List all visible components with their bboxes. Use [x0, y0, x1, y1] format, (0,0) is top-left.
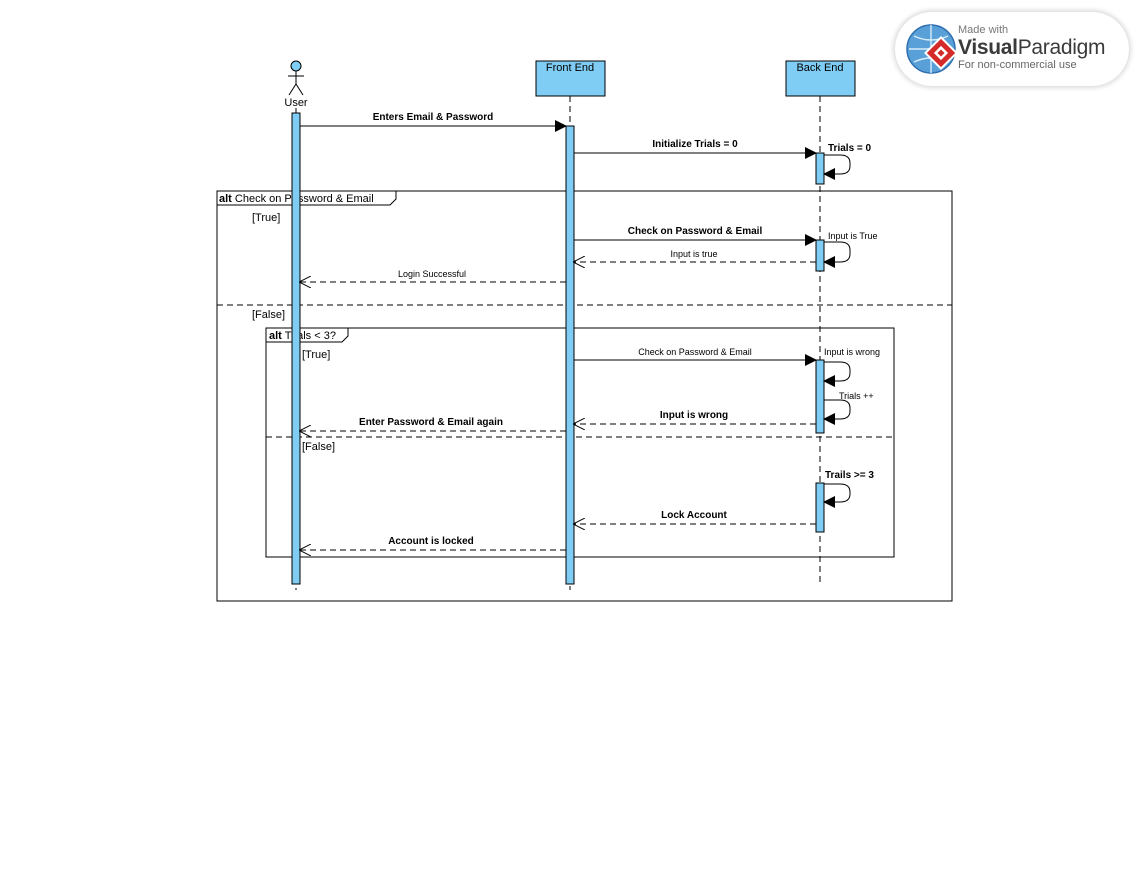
return-enter-password-email-again[interactable]: Enter Password & Email again [300, 417, 566, 431]
return-login-successful[interactable]: Login Successful [300, 269, 566, 282]
alt-fragment-outer-title: alt Check on Password & Email [219, 193, 374, 205]
alt-inner-guard-false: [False] [302, 441, 335, 453]
self-message-input-is-wrong[interactable]: Input is wrong [823, 347, 880, 387]
return-input-is-wrong[interactable]: Input is wrong [574, 410, 816, 424]
svg-text:Lock Account: Lock Account [661, 510, 727, 521]
actor-user-icon [290, 60, 302, 72]
svg-text:Trials ++: Trials ++ [839, 391, 874, 401]
participant-back-end-label: Back End [796, 62, 843, 74]
watermark-made-with: Made with [958, 24, 1009, 36]
alt-outer-guard-false: [False] [252, 309, 285, 321]
actor-user[interactable]: User [284, 60, 308, 109]
back-end-activation-2[interactable] [815, 239, 825, 272]
message-check-password-email-2[interactable]: Check on Password & Email [574, 347, 817, 366]
alt-fragment-outer[interactable]: alt Check on Password & Email [True] [Fa… [216, 190, 953, 602]
svg-text:Check on Password & Email: Check on Password & Email [638, 347, 752, 357]
self-message-input-is-true[interactable]: Input is True [823, 231, 878, 268]
watermark-text: Made with VisualParadigm For non-commerc… [958, 24, 1128, 72]
self-message-trials-increment[interactable]: Trials ++ [823, 391, 874, 425]
participant-front-end[interactable]: Front End [535, 60, 606, 97]
alt-inner-guard-true: [True] [302, 349, 330, 361]
return-input-is-true[interactable]: Input is true [574, 249, 816, 262]
svg-text:Input is wrong: Input is wrong [824, 347, 880, 357]
return-account-is-locked[interactable]: Account is locked [300, 536, 566, 550]
alt-fragment-inner-title: alt Trials < 3? [269, 330, 336, 342]
back-end-activation-3[interactable] [815, 359, 825, 434]
alt-fragment-inner[interactable]: alt Trials < 3? [True] [False] [265, 327, 895, 558]
watermark-subtitle: For non-commercial use [958, 59, 1077, 71]
svg-text:Trails >= 3: Trails >= 3 [825, 470, 874, 481]
actor-user-label: User [284, 97, 308, 109]
svg-text:Input is true: Input is true [670, 249, 717, 259]
svg-text:Account is locked: Account is locked [388, 536, 474, 547]
svg-text:Enters Email & Password: Enters Email & Password [373, 112, 494, 123]
self-message-trails-gte-3[interactable]: Trails >= 3 [823, 470, 874, 508]
svg-text:Input is wrong: Input is wrong [660, 410, 728, 421]
message-check-password-email-1[interactable]: Check on Password & Email [574, 226, 817, 246]
alt-outer-guard-true: [True] [252, 212, 280, 224]
participant-front-end-label: Front End [546, 62, 594, 74]
message-enters-email-password[interactable]: Enters Email & Password [300, 112, 567, 132]
message-initialize-trials[interactable]: Initialize Trials = 0 [574, 139, 817, 159]
watermark-brand: VisualParadigm [958, 36, 1106, 59]
svg-text:Check on Password & Email: Check on Password & Email [628, 226, 763, 237]
svg-text:Trials = 0: Trials = 0 [828, 143, 872, 154]
svg-text:Login Successful: Login Successful [398, 269, 466, 279]
visual-paradigm-logo-icon [906, 24, 958, 74]
user-activation[interactable] [291, 112, 301, 585]
front-end-activation[interactable] [565, 125, 575, 585]
svg-text:Initialize Trials = 0: Initialize Trials = 0 [652, 139, 738, 150]
svg-text:Input is True: Input is True [828, 231, 878, 241]
back-end-activation-1[interactable] [815, 152, 825, 185]
back-end-activation-4[interactable] [815, 482, 825, 533]
self-message-trials-zero[interactable]: Trials = 0 [823, 143, 872, 180]
svg-text:Enter Password & Email again: Enter Password & Email again [359, 417, 503, 428]
participant-back-end[interactable]: Back End [785, 60, 856, 97]
return-lock-account[interactable]: Lock Account [574, 510, 816, 524]
